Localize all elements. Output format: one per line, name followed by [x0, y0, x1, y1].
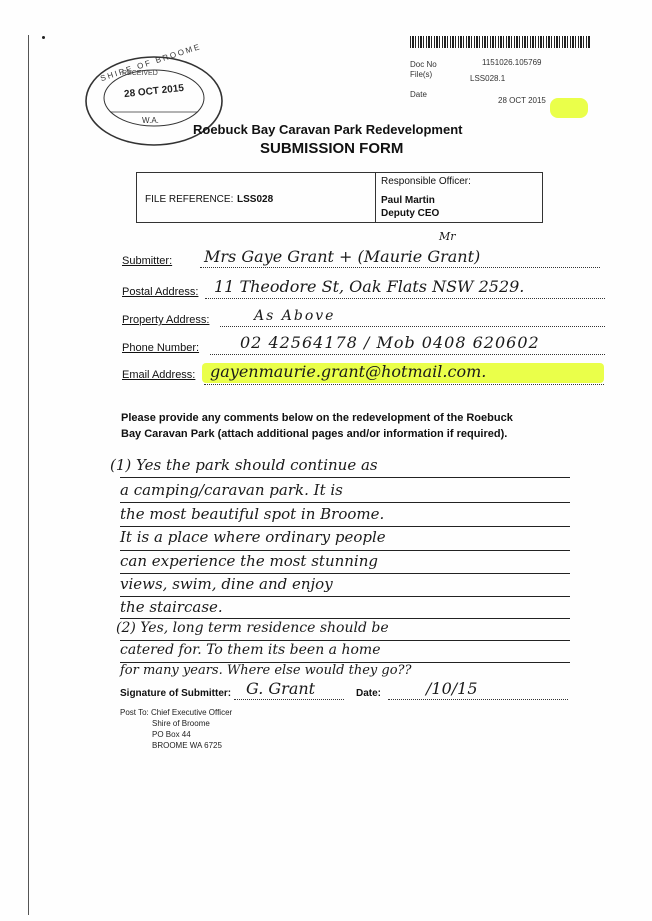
officer-name: Paul Martin: [381, 195, 435, 206]
comment-line: for many years. Where else would they go…: [120, 663, 412, 678]
scan-margin-line: [28, 35, 29, 915]
email-address-rule: [204, 384, 604, 385]
comment-underline: [120, 477, 570, 478]
postal-address-value: 11 Theodore St, Oak Flats NSW 2529.: [214, 277, 525, 296]
files-value: LSS028.1: [470, 74, 506, 83]
stamp-received-text: RECEIVED: [122, 70, 158, 77]
email-highlight: [202, 363, 604, 383]
comment-underline: [120, 573, 570, 574]
comment-line: the most beautiful spot in Broome.: [120, 505, 385, 523]
officer-title: Deputy CEO: [381, 208, 440, 219]
instructions-line-2: Bay Caravan Park (attach additional page…: [121, 428, 508, 440]
comment-line: catered for. To them its been a home: [120, 642, 381, 658]
file-reference-label: FILE REFERENCE:: [145, 194, 234, 205]
signature-rule: [234, 699, 344, 700]
post-to-line-3: PO Box 44: [152, 730, 191, 739]
highlighter-mark: [550, 98, 588, 118]
comment-line: can experience the most stunning: [120, 552, 378, 570]
signature-date-value: /10/15: [426, 679, 478, 698]
submitter-value: Mrs Gaye Grant + (Maurie Grant): [204, 247, 481, 266]
stamp-bottom-text: W.A.: [142, 116, 159, 125]
received-stamp: SHIRE OF BROOME RECEIVED 28 OCT 2015 W.A…: [82, 42, 226, 150]
reference-box: FILE REFERENCE: LSS028 Responsible Offic…: [136, 172, 543, 223]
comment-line: the staircase.: [120, 598, 223, 616]
record-date-value: 28 OCT 2015: [498, 96, 546, 105]
property-address-label: Property Address:: [122, 314, 210, 326]
post-to-line-2: Shire of Broome: [152, 719, 210, 728]
postal-address-rule: [205, 298, 605, 299]
signature-value: G. Grant: [246, 679, 316, 698]
form-title: Roebuck Bay Caravan Park Redevelopment: [193, 122, 463, 137]
email-address-value: gayenmaurie.grant@hotmail.com.: [210, 362, 487, 381]
scan-speck: [42, 36, 45, 39]
comment-line: (1) Yes the park should continue as: [110, 456, 378, 474]
comment-line: a camping/caravan park. It is: [120, 481, 343, 499]
reference-box-divider: [375, 173, 376, 222]
signature-label: Signature of Submitter:: [120, 688, 232, 699]
files-label: File(s): [410, 70, 433, 79]
comment-line: (2) Yes, long term residence should be: [116, 620, 389, 636]
email-address-label: Email Address:: [122, 369, 196, 381]
comment-underline: [120, 596, 570, 597]
phone-number-value: 02 42564178 / Mob 0408 620602: [240, 333, 540, 352]
submitter-insert: Mr: [439, 230, 456, 243]
comment-underline: [120, 618, 570, 619]
form-subtitle: SUBMISSION FORM: [260, 140, 404, 157]
submitter-label: Submitter:: [122, 255, 173, 267]
phone-number-rule: [210, 354, 605, 355]
comment-line: views, swim, dine and enjoy: [120, 575, 333, 593]
phone-number-label: Phone Number:: [122, 342, 200, 354]
property-address-rule: [220, 326, 605, 327]
file-reference-value: LSS028: [237, 194, 274, 205]
comment-underline: [120, 502, 570, 503]
comment-underline: [120, 662, 570, 663]
post-to-line-1: Post To: Chief Executive Officer: [120, 708, 233, 717]
signature-date-rule: [388, 699, 568, 700]
instructions-line-1: Please provide any comments below on the…: [121, 412, 513, 424]
post-to-line-4: BROOME WA 6725: [152, 741, 222, 750]
comment-underline: [120, 640, 570, 641]
comment-underline: [120, 526, 570, 527]
signature-date-label: Date:: [356, 688, 382, 699]
record-date-label: Date: [410, 90, 427, 99]
doc-no-value: 1151026.105769: [482, 58, 542, 67]
submitter-rule: [200, 267, 600, 268]
comment-line: It is a place where ordinary people: [120, 528, 386, 546]
comment-underline: [120, 550, 570, 551]
record-barcode: [410, 36, 590, 48]
property-address-value: As Above: [254, 308, 336, 324]
responsible-officer-label: Responsible Officer:: [381, 176, 471, 187]
doc-no-label: Doc No: [410, 60, 437, 69]
postal-address-label: Postal Address:: [122, 286, 199, 298]
